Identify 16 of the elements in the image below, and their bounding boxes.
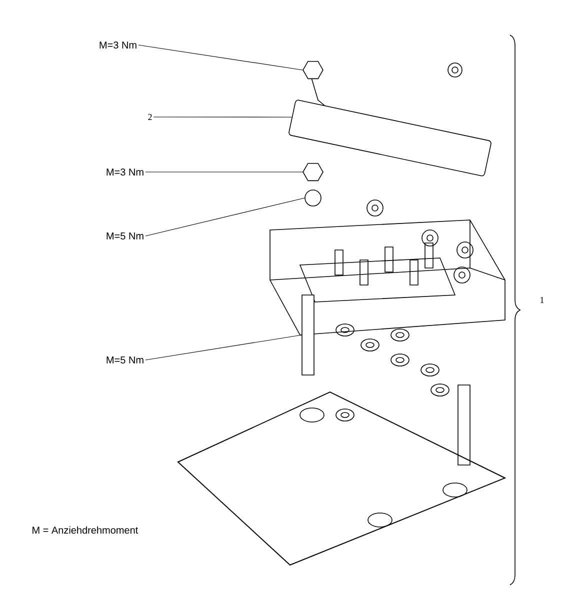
part-label: 2 xyxy=(148,114,152,120)
part-label: M=3 Nm xyxy=(100,41,136,49)
leader-line xyxy=(145,334,302,360)
leader-line xyxy=(153,116,292,118)
part-label: M=5 Nm xyxy=(106,232,144,240)
part-label: M=3 Nm xyxy=(106,168,144,176)
stud xyxy=(302,294,314,376)
leader-line xyxy=(138,44,303,70)
part-label: M=5 Nm xyxy=(106,356,144,364)
nut xyxy=(302,162,324,182)
nut xyxy=(302,60,324,80)
leader-line xyxy=(145,198,305,236)
legend-note: M = Anziehdrehmoment xyxy=(32,526,138,534)
cover xyxy=(288,100,492,176)
part-number: 1 xyxy=(540,297,544,303)
washer xyxy=(304,190,322,206)
